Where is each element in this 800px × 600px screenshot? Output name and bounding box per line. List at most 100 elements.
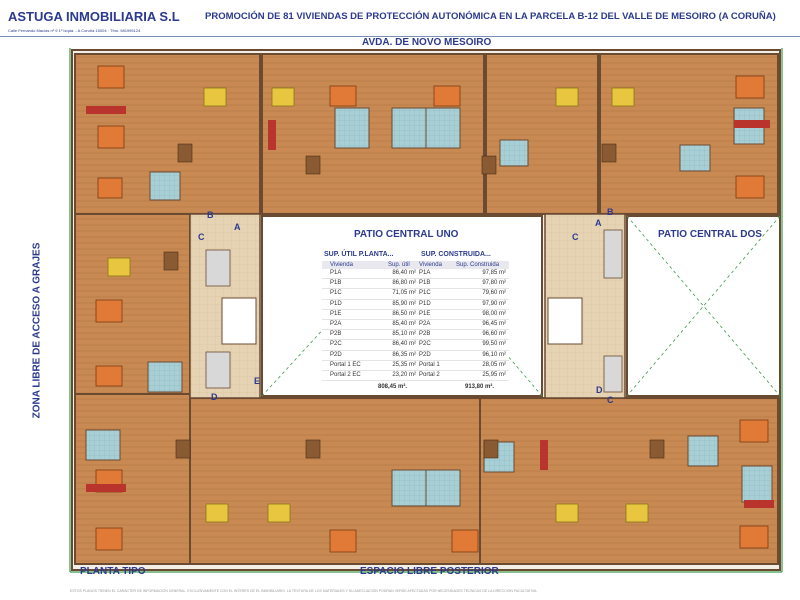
total-useful: 808,45 m². (378, 384, 408, 391)
cell-unit2: P1E (419, 310, 431, 317)
cell-unit2: P2A (419, 320, 431, 327)
col-dwelling-2: Vivienda (419, 262, 442, 268)
door-letter: C (198, 232, 205, 242)
cell-unit2: P2D (419, 351, 431, 358)
bedroom-beds (95, 65, 769, 553)
total-built: 913,80 m². (465, 384, 495, 391)
cell-unit2: P2C (419, 341, 431, 348)
cell-useful: 85,40 m² (392, 320, 416, 327)
cell-useful: 86,35 m² (392, 351, 416, 358)
door-letter: E (254, 376, 261, 386)
cell-useful: 85,10 m² (392, 331, 416, 338)
cell-unit2: P1C (419, 290, 431, 297)
door-letter: D (211, 392, 218, 402)
cell-useful: 23,20 m² (392, 371, 416, 378)
cell-built: 96,10 m² (482, 351, 506, 358)
cell-unit: P1E (330, 310, 342, 317)
cell-unit: Portal 2 EC (330, 371, 361, 378)
cell-built: 28,05 m² (482, 361, 506, 368)
cell-unit: P2C (330, 341, 342, 348)
patio-central-dos (261, 215, 781, 397)
cell-built: 96,60 m² (482, 331, 506, 338)
patio-dos-label: PATIO CENTRAL DOS (658, 229, 762, 240)
cell-built: 97,80 m² (482, 280, 506, 287)
cell-unit: Portal 1 EC (330, 361, 361, 368)
side-zone-label: ZONA LIBRE DE ACCESO A GRAJES (31, 242, 43, 419)
south-wing (189, 397, 779, 565)
cell-useful: 86,40 m² (392, 270, 416, 276)
built-surface-title: SUP. CONSTRUIDA... (421, 251, 491, 258)
cell-useful: 86,40 m² (392, 341, 416, 348)
plan-type-label: PLANTA TIPO (80, 566, 146, 577)
rear-space-label: ESPACIO LIBRE POSTERIOR (360, 566, 499, 577)
col-useful: Sup. útil (388, 262, 410, 268)
surface-table-header: Vivienda Sup. útil Vivienda Sup. Constru… (322, 261, 509, 269)
west-wing (74, 213, 191, 565)
cell-unit: P2B (330, 331, 342, 338)
patio-uno-label: PATIO CENTRAL UNO (354, 229, 459, 240)
footer-disclaimer: ESTOS PLANOS TIENEN EL CARÁCTER DE INFOR… (70, 589, 538, 593)
cell-unit: P1D (330, 300, 342, 307)
living-sofas (107, 87, 649, 523)
door-letter: B (207, 210, 214, 220)
door-letter: A (234, 222, 241, 232)
cell-useful: 25,35 m² (392, 361, 416, 368)
cell-unit: P2A (330, 320, 342, 327)
cell-useful: 86,80 m² (392, 280, 416, 287)
col-dwelling: Vivienda (330, 262, 353, 268)
cell-unit: P1A (330, 270, 342, 276)
surface-table-titles: SUP. ÚTIL P.LANTA... SUP. CONSTRUIDA... (322, 248, 509, 261)
surface-table: SUP. ÚTIL P.LANTA... SUP. CONSTRUIDA... … (322, 248, 509, 394)
cell-unit: P1B (330, 280, 342, 287)
dining-tables (163, 143, 665, 459)
cell-built: 79,60 m² (482, 290, 506, 297)
cell-built: 25,95 m² (482, 371, 506, 378)
door-letter: C (607, 395, 614, 405)
door-letter: A (595, 218, 602, 228)
street-label: AVDA. DE NOVO MESOIRO (362, 37, 492, 48)
surface-table-totals: 808,45 m². 913,80 m². (322, 381, 509, 393)
cell-unit: P2D (330, 351, 342, 358)
cell-unit2: P1A (419, 270, 431, 276)
cell-unit2: P2B (419, 331, 431, 338)
cell-built: 98,00 m² (482, 310, 506, 317)
company-name: ASTUGA INMOBILIARIA S.L (8, 9, 180, 24)
cell-useful: 86,50 m² (392, 310, 416, 317)
door-letter: B (607, 207, 614, 217)
door-letter: D (596, 385, 603, 395)
cell-built: 97,90 m² (482, 300, 506, 307)
col-built: Sup. Construida (456, 262, 500, 268)
cell-unit2: Portal 2 (419, 371, 440, 378)
useful-surface-title: SUP. ÚTIL P.LANTA... (324, 251, 394, 258)
door-letter: C (572, 232, 579, 242)
cell-unit2: P1B (419, 280, 431, 287)
cell-useful: 71,05 m² (392, 290, 416, 297)
cell-useful: 85,90 m² (392, 300, 416, 307)
header-bar: ASTUGA INMOBILIARIA S.L Calle Fernando M… (0, 0, 800, 37)
cell-built: 96,45 m² (482, 320, 506, 327)
promotion-title: PROMOCIÓN DE 81 VIVIENDAS DE PROTECCIÓN … (205, 11, 776, 22)
bathrooms (85, 107, 773, 507)
rugs (86, 106, 774, 508)
perimeter-edges (69, 48, 783, 573)
cell-unit2: Portal 1 (419, 361, 440, 368)
cell-built: 97,85 m² (482, 270, 506, 276)
cell-unit2: P1D (419, 300, 431, 307)
cell-built: 99,50 m² (482, 341, 506, 348)
circulation-cores (189, 213, 626, 399)
cell-unit: P1C (330, 290, 342, 297)
company-contact: Calle Fernando Macías nº 9 1º Izqda. - A… (8, 28, 141, 33)
